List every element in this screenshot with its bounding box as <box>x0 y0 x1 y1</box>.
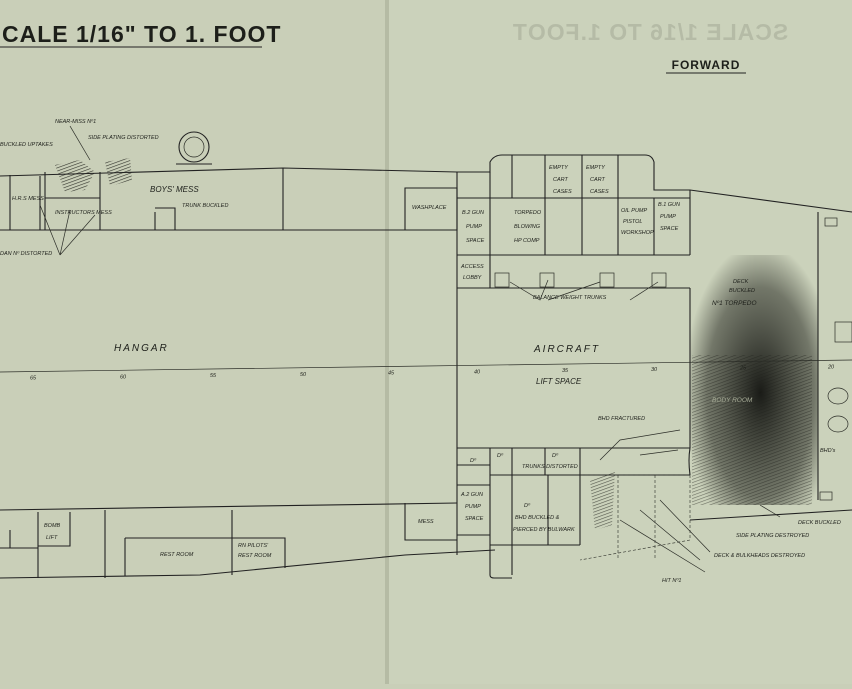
svg-text:DECK: DECK <box>733 279 749 285</box>
trunk-buckled-label: TRUNK BUCKLED <box>182 203 228 209</box>
svg-text:CASES: CASES <box>553 189 572 195</box>
frame-number: 55 <box>210 373 217 379</box>
leader-lines-left <box>39 204 96 256</box>
svg-text:WORKSHOP: WORKSHOP <box>621 230 654 236</box>
svg-text:B.2 GUN: B.2 GUN <box>462 210 484 216</box>
boys-mess-label: BOYS' MESS <box>150 185 199 194</box>
centre-line <box>0 359 852 373</box>
svg-text:EMPTY: EMPTY <box>586 165 605 171</box>
page-fold <box>385 0 389 684</box>
deck-buckled-label: DECK BUCKLED <box>729 279 755 294</box>
frame-number: 45 <box>388 371 395 377</box>
svg-text:PUMP: PUMP <box>660 214 676 220</box>
svg-text:REST ROOM: REST ROOM <box>238 553 272 559</box>
do-1-label: Dº <box>470 457 477 464</box>
body-room-label: BODY ROOM <box>712 397 753 404</box>
svg-text:LOBBY: LOBBY <box>463 275 482 281</box>
distorted-left-label: DAN Nº DISTORTED <box>0 250 52 257</box>
hangar-label: HANGAR <box>114 343 169 354</box>
svg-text:EMPTY: EMPTY <box>549 165 568 171</box>
empty-cart-cases-2-label: EMPTY CART CASES <box>586 165 609 195</box>
aircraft-label: AIRCRAFT <box>533 344 600 355</box>
svg-text:SPACE: SPACE <box>465 516 484 522</box>
svg-text:SPACE: SPACE <box>660 226 679 232</box>
forward-structure-outline <box>404 154 852 500</box>
trunks-distorted-label: TRUNKS DISTORTED <box>522 464 578 470</box>
frame-numbers: 65 60 55 50 45 40 35 30 25 20 <box>30 364 835 381</box>
frame-number: 50 <box>300 372 307 378</box>
lift-space-label: LIFT SPACE <box>536 377 582 386</box>
bhds-label: BHD's <box>820 448 836 454</box>
svg-text:HP COMP: HP COMP <box>514 238 540 244</box>
svg-text:B.1 GUN: B.1 GUN <box>658 202 680 208</box>
lower-deck-outline <box>0 447 852 579</box>
svg-text:Dº: Dº <box>524 502 531 509</box>
bhd-fractured-label: BHD FRACTURED <box>598 416 645 422</box>
svg-text:PIERCED BY BULWARK: PIERCED BY BULWARK <box>513 527 575 533</box>
hit-1-label: HIT Nº1 <box>662 577 681 584</box>
svg-text:PUMP: PUMP <box>465 504 481 510</box>
svg-text:BHD BUCKLED &: BHD BUCKLED & <box>515 515 560 521</box>
do-3-label: Dº <box>552 452 559 459</box>
b2-gun-pump-space-top: B.2 GUN PUMP SPACE <box>462 210 485 244</box>
torpedo-blowing-label: TORPEDO BLOWING HP COMP <box>514 210 542 244</box>
frame-number: 60 <box>120 374 127 380</box>
frame-number: 65 <box>30 376 37 382</box>
empty-cart-cases-1-label: EMPTY CART CASES <box>549 165 572 195</box>
access-lobby-label: ACCESS LOBBY <box>460 264 484 281</box>
b1-gun-pump-space-label: B.1 GUN PUMP SPACE <box>658 202 680 232</box>
mess-label: MESS <box>418 519 434 525</box>
lower-damage-area <box>579 429 781 573</box>
frame-number: 30 <box>651 367 658 373</box>
svg-text:BUCKLED: BUCKLED <box>729 288 755 294</box>
oil-pump-pistol-workshop-label: OIL PUMP PISTOL WORKSHOP <box>621 208 654 236</box>
a2-gun-pump-space-label: A.2 GUN PUMP SPACE <box>460 492 484 522</box>
torpedo-1-label: Nº1 TORPEDO <box>712 300 757 307</box>
svg-text:A.2 GUN: A.2 GUN <box>460 492 483 498</box>
side-plating-distorted-top-label: SIDE PLATING DISTORTED <box>88 135 159 141</box>
svg-text:TORPEDO: TORPEDO <box>514 210 542 216</box>
pilots-rest-room-label: RN PILOTS' REST ROOM <box>238 543 272 559</box>
near-miss-label: NEAR-MISS Nº1 <box>55 118 96 125</box>
svg-text:CART: CART <box>590 177 606 183</box>
svg-text:SPACE: SPACE <box>466 238 485 244</box>
svg-text:ACCESS: ACCESS <box>460 264 484 270</box>
frame-number: 35 <box>562 368 569 374</box>
side-plating-destroyed-label: SIDE PLATING DESTROYED <box>736 533 809 539</box>
deck-bulkheads-destroyed-label: DECK & BULKHEADS DESTROYED <box>714 553 805 559</box>
instructors-mess-label: INSTRUCTORS MESS <box>55 210 112 216</box>
near-miss-leader <box>69 125 91 161</box>
forward-label: FORWARD <box>672 58 741 72</box>
svg-text:CASES: CASES <box>590 189 609 195</box>
frame-number: 25 <box>739 366 747 372</box>
scale-title: CALE 1/16" TO 1. FOOT <box>2 21 281 47</box>
uptake-damage <box>55 158 132 192</box>
frame-number: 20 <box>827 364 835 370</box>
washplace-label: WASHPLACE <box>412 205 447 211</box>
svg-text:CART: CART <box>553 177 569 183</box>
svg-text:BOMB: BOMB <box>44 523 61 529</box>
buckled-uptakes-label: BUCKLED UPTAKES <box>0 142 53 148</box>
bomb-lift-label: BOMB LIFT <box>44 523 61 541</box>
show-through-title: SCALE 1/16 TO 1.FOOT <box>512 19 788 45</box>
hrs-mess-label: H.R.S MESS <box>12 196 44 202</box>
upper-deck-outline <box>0 131 458 231</box>
balance-weight-trunks-label: BALANCE WEIGHT TRUNKS <box>533 295 607 301</box>
svg-text:LIFT: LIFT <box>46 535 58 541</box>
starboard-fittings <box>819 217 852 501</box>
svg-text:PUMP: PUMP <box>466 224 482 230</box>
svg-text:OIL PUMP: OIL PUMP <box>621 208 648 214</box>
deck-buckled-2-label: DECK BUCKLED <box>798 520 841 526</box>
svg-text:PISTOL: PISTOL <box>623 219 642 225</box>
do-buckled-label: Dº BHD BUCKLED & PIERCED BY BULWARK <box>513 502 575 533</box>
svg-text:BLOWING: BLOWING <box>514 224 541 230</box>
frame-number: 40 <box>474 369 481 375</box>
svg-text:RN PILOTS': RN PILOTS' <box>238 543 269 549</box>
do-2-label: Dº <box>497 452 504 459</box>
torpedo-damage <box>690 255 818 505</box>
svg-text:SCALE 1/16 TO 1.FOOT: SCALE 1/16 TO 1.FOOT <box>512 19 788 45</box>
rest-room-label: REST ROOM <box>160 552 194 558</box>
